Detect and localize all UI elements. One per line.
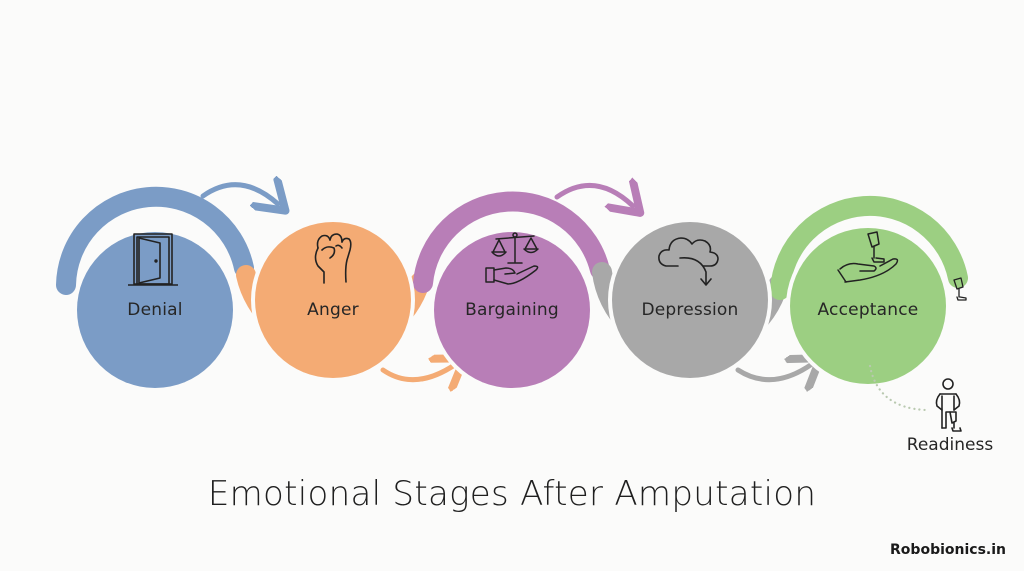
- stage-label-anger: Anger: [307, 300, 359, 320]
- scales-hand-icon: [485, 232, 539, 285]
- readiness-label: Readiness: [906, 435, 994, 455]
- arrow-anger-to-bargaining: [380, 364, 456, 380]
- stage-circle-denial: [73, 228, 237, 392]
- stage-label-bargaining: Bargaining: [465, 300, 559, 320]
- hand-prosthetic-leg-icon: [837, 231, 899, 283]
- arrow-depression-to-acceptance: [735, 364, 812, 380]
- stage-circle-depression: [608, 218, 772, 382]
- door-icon: [128, 233, 178, 286]
- denial-arc-band: [56, 186, 254, 295]
- stage-circle-anger: [251, 218, 415, 382]
- diagram-title: Emotional Stages After Amputation: [207, 474, 817, 514]
- arrow-denial-to-anger: [200, 185, 278, 204]
- stage-label-denial: Denial: [127, 300, 183, 320]
- arrow-bargaining-to-depression: [554, 185, 633, 206]
- cloud-down-arrow-icon: [658, 237, 719, 286]
- bargaining-arc-band: [413, 191, 610, 293]
- stage-circle-bargaining: [430, 228, 594, 392]
- fist-icon: [314, 233, 352, 284]
- brand-watermark: Robobionics.in: [890, 542, 1006, 558]
- person-prosthetic-leg-icon: [935, 378, 962, 432]
- small-prosthetic-leg-icon: [953, 277, 967, 301]
- stage-label-depression: Depression: [641, 300, 739, 320]
- stage-label-acceptance: Acceptance: [817, 300, 919, 320]
- acceptance-arc-band: [770, 195, 968, 300]
- stage-circle-acceptance: [786, 224, 950, 388]
